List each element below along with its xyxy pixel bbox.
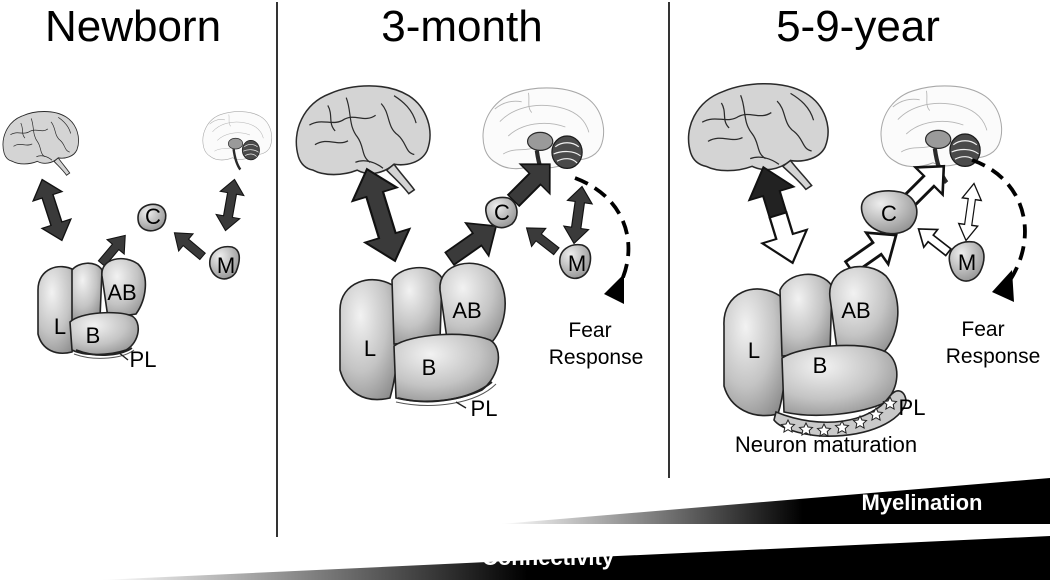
paralaminar-nucleus-label: PL xyxy=(899,395,926,420)
neuron-maturation-stars xyxy=(780,395,898,437)
accessory-basal-nucleus-label: AB xyxy=(107,280,136,305)
basal-nucleus-label: B xyxy=(813,353,828,378)
connectivity-bar: Connectivity xyxy=(100,536,1050,580)
hippocampus-connection-arrow xyxy=(561,184,595,246)
myelination-label: Myelination xyxy=(861,490,982,515)
fear-response-arrowhead xyxy=(604,274,624,304)
medial-nucleus xyxy=(209,245,241,280)
medial-nucleus-label: M xyxy=(217,253,235,278)
cortex-lateral-brain-icon xyxy=(2,111,80,176)
central-nucleus-label: C xyxy=(881,201,897,226)
paralaminar-nucleus-label: PL xyxy=(471,396,498,421)
hippocampus-connection-arrow xyxy=(213,176,247,234)
myelination-bar: Myelination xyxy=(500,478,1050,524)
cortex-lateral-brain-icon xyxy=(687,82,829,191)
medial-to-central-arrow xyxy=(166,223,211,266)
response-label: Response xyxy=(946,345,1041,368)
fear-label: Fear xyxy=(568,319,611,342)
accessory-basal-nucleus-label: AB xyxy=(841,298,870,323)
medial-nucleus xyxy=(948,240,985,282)
medial-nucleus-label: M xyxy=(958,250,976,275)
accessory-basal-nucleus-label: AB xyxy=(452,298,481,323)
response-label: Response xyxy=(549,346,644,369)
connectivity-label: Connectivity xyxy=(482,545,615,570)
panel-5-9-year: C M Fear Response L AB B PL Neuron matur… xyxy=(687,82,1041,457)
medial-nucleus xyxy=(559,243,592,280)
amygdala-newborn xyxy=(37,257,147,361)
basal-nucleus-label: B xyxy=(422,355,437,380)
basal-nucleus-label: B xyxy=(86,323,101,348)
central-nucleus-label: C xyxy=(145,204,161,229)
central-nucleus-label: C xyxy=(494,200,510,225)
medial-nucleus-label: M xyxy=(568,251,586,276)
panel-3-month: C M Fear Response L AB B PL xyxy=(295,85,644,421)
medial-to-central-arrow xyxy=(910,219,957,262)
panel-title-newborn: Newborn xyxy=(45,2,221,51)
panel-title-3-month: 3-month xyxy=(381,2,542,51)
lateral-nucleus-label: L xyxy=(748,338,760,363)
fear-response-arrow xyxy=(574,176,631,289)
cortex-connection-arrow xyxy=(343,161,419,269)
paralaminar-nucleus-label: PL xyxy=(130,347,157,372)
fear-response-arrow xyxy=(971,158,1027,288)
cortex-medial-brain-icon xyxy=(201,110,274,171)
fear-label: Fear xyxy=(961,318,1004,341)
central-nucleus xyxy=(137,203,167,232)
panel-title-5-9-year: 5-9-year xyxy=(776,2,940,51)
central-nucleus xyxy=(485,196,518,229)
cortex-connection-arrow xyxy=(26,174,78,246)
neuron-maturation-label: Neuron maturation xyxy=(735,432,917,457)
cortex-connection-arrow xyxy=(747,165,809,265)
amygdala-5-9-year xyxy=(723,265,907,437)
amygdala-3-month xyxy=(339,262,506,409)
panel-newborn: C M L AB B PL xyxy=(2,110,274,372)
fear-response-arrowhead xyxy=(992,270,1014,302)
central-nucleus xyxy=(860,190,918,235)
lateral-nucleus-label: L xyxy=(364,336,376,361)
lateral-nucleus-label: L xyxy=(54,314,66,339)
medial-to-central-arrow xyxy=(518,218,564,261)
hippocampus-connection-arrow xyxy=(957,182,983,242)
